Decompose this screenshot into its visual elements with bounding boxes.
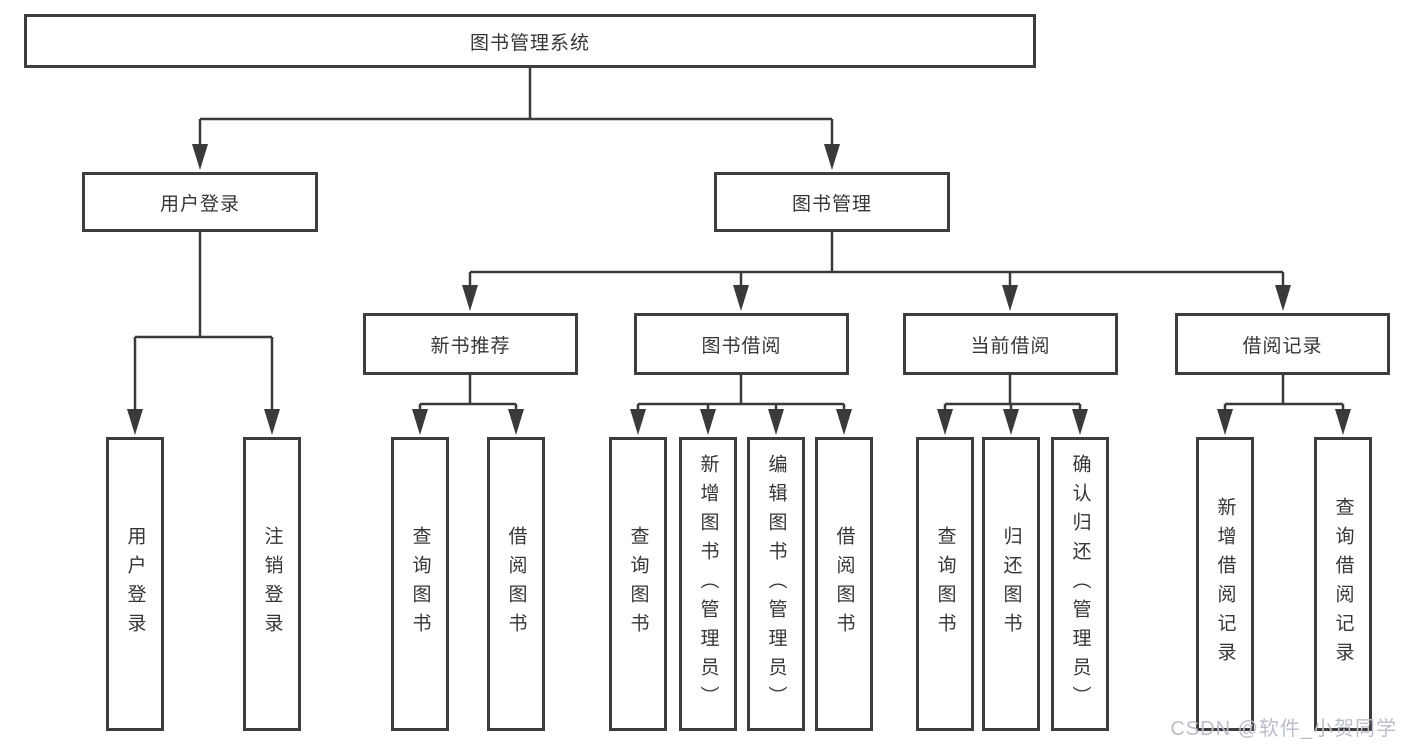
node-label: 借阅图书 [505, 526, 527, 642]
node-root-library-management-system: 图书管理系统 [24, 14, 1036, 68]
leaf-borrow-books-recommend: 借阅图书 [487, 437, 545, 731]
leaf-logout: 注销登录 [243, 437, 301, 731]
node-label: 确认归还（管理员） [1069, 453, 1091, 715]
node-label: 图书借阅 [701, 335, 782, 357]
node-label: 查询图书 [934, 526, 956, 642]
node-new-book-recommendation: 新书推荐 [363, 313, 578, 375]
node-label: 当前借阅 [970, 335, 1051, 357]
leaf-return-books: 归还图书 [982, 437, 1040, 731]
node-label: 借阅图书 [833, 526, 855, 642]
node-book-management-branch: 图书管理 [714, 172, 950, 232]
node-label: 查询图书 [409, 526, 431, 642]
leaf-query-borrowing-record: 查询借阅记录 [1314, 437, 1372, 731]
node-label: 查询图书 [627, 526, 649, 642]
node-label: 查询借阅记录 [1332, 497, 1354, 671]
leaf-add-books-admin: 新增图书（管理员） [679, 437, 737, 731]
leaf-query-books-current: 查询图书 [916, 437, 974, 731]
leaf-confirm-return-admin: 确认归还（管理员） [1051, 437, 1109, 731]
node-label: 编辑图书（管理员） [765, 453, 787, 715]
node-current-borrowing: 当前借阅 [903, 313, 1118, 375]
node-borrowing-records: 借阅记录 [1175, 313, 1390, 375]
node-label: 新增图书（管理员） [697, 453, 719, 715]
node-label: 用户登录 [124, 526, 146, 642]
node-label: 新增借阅记录 [1214, 497, 1236, 671]
arrowhead-icons [127, 144, 1351, 435]
csdn-watermark: CSDN @软件_小贺同学 [1170, 718, 1397, 740]
leaf-add-borrowing-record: 新增借阅记录 [1196, 437, 1254, 731]
leaf-query-books-recommend: 查询图书 [391, 437, 449, 731]
leaf-user-login: 用户登录 [106, 437, 164, 731]
node-label: 注销登录 [261, 526, 283, 642]
node-label: 图书管理 [791, 193, 872, 215]
leaf-query-books-borrowing: 查询图书 [609, 437, 667, 731]
node-label: 借阅记录 [1242, 335, 1323, 357]
node-label: 归还图书 [1000, 526, 1022, 642]
leaf-borrow-books-borrowing: 借阅图书 [815, 437, 873, 731]
node-user-login-branch: 用户登录 [82, 172, 318, 232]
node-label: 图书管理系统 [469, 32, 590, 54]
leaf-edit-books-admin: 编辑图书（管理员） [747, 437, 805, 731]
node-label: 新书推荐 [430, 335, 511, 357]
node-label: 用户登录 [159, 193, 240, 215]
node-book-borrowing: 图书借阅 [634, 313, 849, 375]
